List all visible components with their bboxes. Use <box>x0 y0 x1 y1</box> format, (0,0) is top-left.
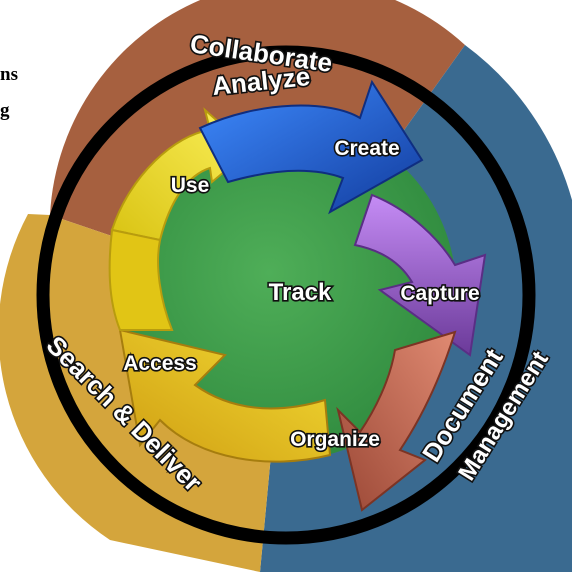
use-label: Use <box>171 174 210 197</box>
organize-arrow <box>336 330 457 512</box>
capture-arrow <box>353 193 487 357</box>
organize-label: Organize <box>290 428 380 451</box>
clipped-text-line-2: g <box>0 100 10 121</box>
outer-ring <box>36 45 536 545</box>
capture-label: Capture <box>400 282 479 305</box>
create-label: Create <box>334 137 399 160</box>
clipped-text-line-1: ns <box>0 64 18 85</box>
access-label: Access <box>123 352 197 375</box>
use-arrow-lower <box>108 228 174 331</box>
create-arrow <box>198 79 424 215</box>
access-arrow <box>118 328 332 463</box>
track-label: Track <box>269 279 332 306</box>
